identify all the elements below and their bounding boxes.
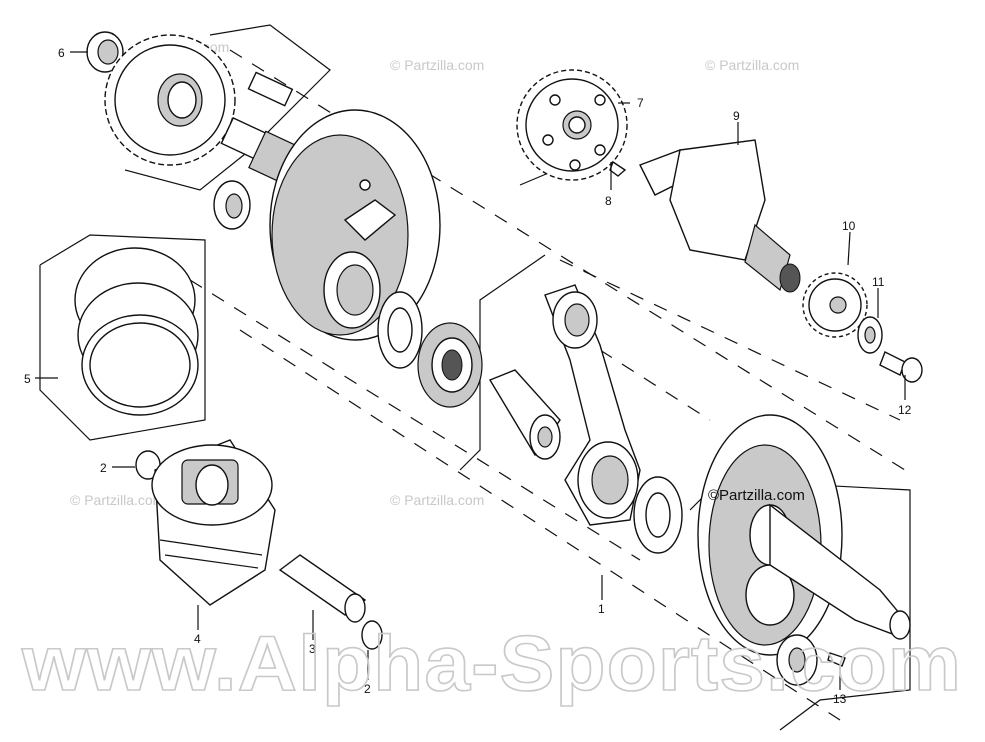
callout-3: 3 (309, 642, 316, 656)
callout-11: 11 (872, 275, 885, 289)
part-9-crankshaft (639, 139, 801, 293)
callout-labels: 6 7 8 9 10 11 12 5 2 4 3 2 1 13 (24, 46, 912, 706)
callout-1: 1 (598, 602, 605, 616)
part-3-piston-pin (278, 554, 367, 623)
part-5-piston-rings (74, 247, 199, 416)
crank-flywheel-right (697, 414, 911, 656)
part-6-nut (86, 31, 124, 73)
part-11-washer (857, 316, 883, 354)
bottom-washer (776, 634, 818, 686)
watermark-partzilla-3: © Partzilla.com (705, 57, 799, 73)
watermark-partzilla-5: © Partzilla.com (390, 492, 484, 508)
callout-13: 13 (833, 692, 847, 706)
leader-lines (35, 51, 906, 690)
connecting-rod (544, 284, 641, 526)
part-2-circlip-lower (361, 620, 383, 650)
callout-5: 5 (24, 372, 31, 386)
callout-8: 8 (605, 194, 612, 208)
thrust-washer (377, 291, 423, 369)
needle-bearing (417, 322, 483, 408)
watermark-partzilla-2: © Partzilla.com (390, 57, 484, 73)
part-7-gear (516, 69, 628, 181)
callout-12: 12 (898, 403, 912, 417)
part-13-key (827, 652, 846, 667)
callout-2-lower: 2 (364, 682, 371, 696)
part-12-bolt (879, 351, 923, 383)
crank-flywheel-left (269, 109, 441, 341)
callout-2-upper: 2 (100, 461, 107, 475)
callout-9: 9 (733, 109, 740, 123)
washer-left (213, 180, 251, 230)
watermark-partzilla-4: © Partzilla.com (70, 492, 164, 508)
watermark-alpha-sports: www.Alpha-Sports.com (21, 619, 962, 707)
callout-4: 4 (194, 632, 201, 646)
thrust-washer-right (633, 476, 683, 554)
callout-6: 6 (58, 46, 65, 60)
callout-7: 7 (637, 96, 644, 110)
part-4-piston (151, 439, 276, 606)
watermark-partzilla-dark: ©Partzilla.com (708, 487, 805, 504)
callout-10: 10 (842, 219, 856, 233)
part-10-small-gear (802, 272, 868, 338)
crank-pin (488, 369, 561, 460)
part-8-key (609, 160, 627, 177)
drive-gear (104, 34, 236, 166)
